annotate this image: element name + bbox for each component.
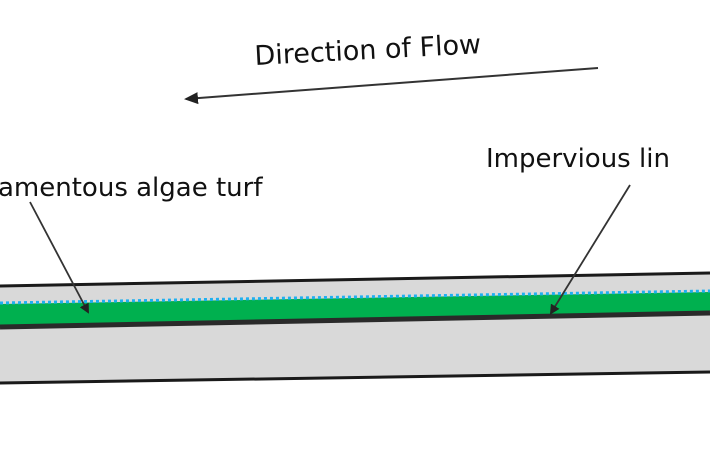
- liner-pointer-arrow: [549, 184, 631, 315]
- flow-direction-label: Direction of Flow: [254, 29, 482, 72]
- water-surface-line: [0, 289, 710, 305]
- algae-layer: [0, 292, 710, 325]
- flow-direction-arrow: [184, 67, 599, 105]
- impervious-liner: [0, 310, 710, 330]
- channel-top-edge: [0, 271, 710, 288]
- channel-bottom-edge: [0, 370, 710, 385]
- algae-pointer-arrow: [29, 201, 89, 314]
- algae-turf-label: amentous algae turf: [0, 173, 263, 203]
- impervious-liner-label: Impervious lin: [486, 144, 670, 174]
- channel-body: [0, 273, 710, 383]
